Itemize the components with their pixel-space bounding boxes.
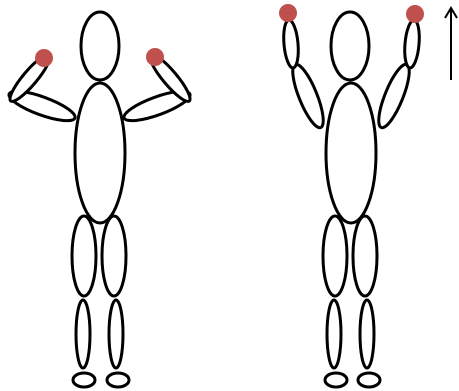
right-upper-leg bbox=[102, 216, 126, 296]
torso bbox=[75, 83, 125, 223]
right-foot bbox=[107, 373, 129, 387]
torso bbox=[326, 83, 376, 223]
right-upper-leg bbox=[353, 216, 377, 296]
head bbox=[81, 12, 119, 80]
figure-arms-bent bbox=[5, 12, 194, 387]
right-hand bbox=[146, 48, 164, 66]
right-lower-leg bbox=[109, 300, 123, 368]
left-upper-leg bbox=[72, 216, 96, 296]
right-lower-leg bbox=[360, 300, 374, 368]
right-upper-arm bbox=[373, 61, 415, 131]
left-hand bbox=[35, 49, 53, 67]
figure-arms-raised bbox=[279, 4, 424, 387]
left-foot bbox=[73, 373, 95, 387]
left-upper-arm bbox=[287, 61, 329, 131]
right-forearm bbox=[403, 19, 421, 68]
left-lower-leg bbox=[76, 300, 90, 368]
right-hand bbox=[406, 5, 424, 23]
head bbox=[331, 12, 369, 80]
left-forearm bbox=[282, 19, 300, 68]
right-foot bbox=[358, 373, 380, 387]
left-lower-leg bbox=[327, 300, 341, 368]
left-foot bbox=[325, 373, 347, 387]
up-arrow-icon bbox=[445, 8, 457, 80]
left-hand bbox=[279, 4, 297, 22]
left-upper-leg bbox=[323, 216, 347, 296]
